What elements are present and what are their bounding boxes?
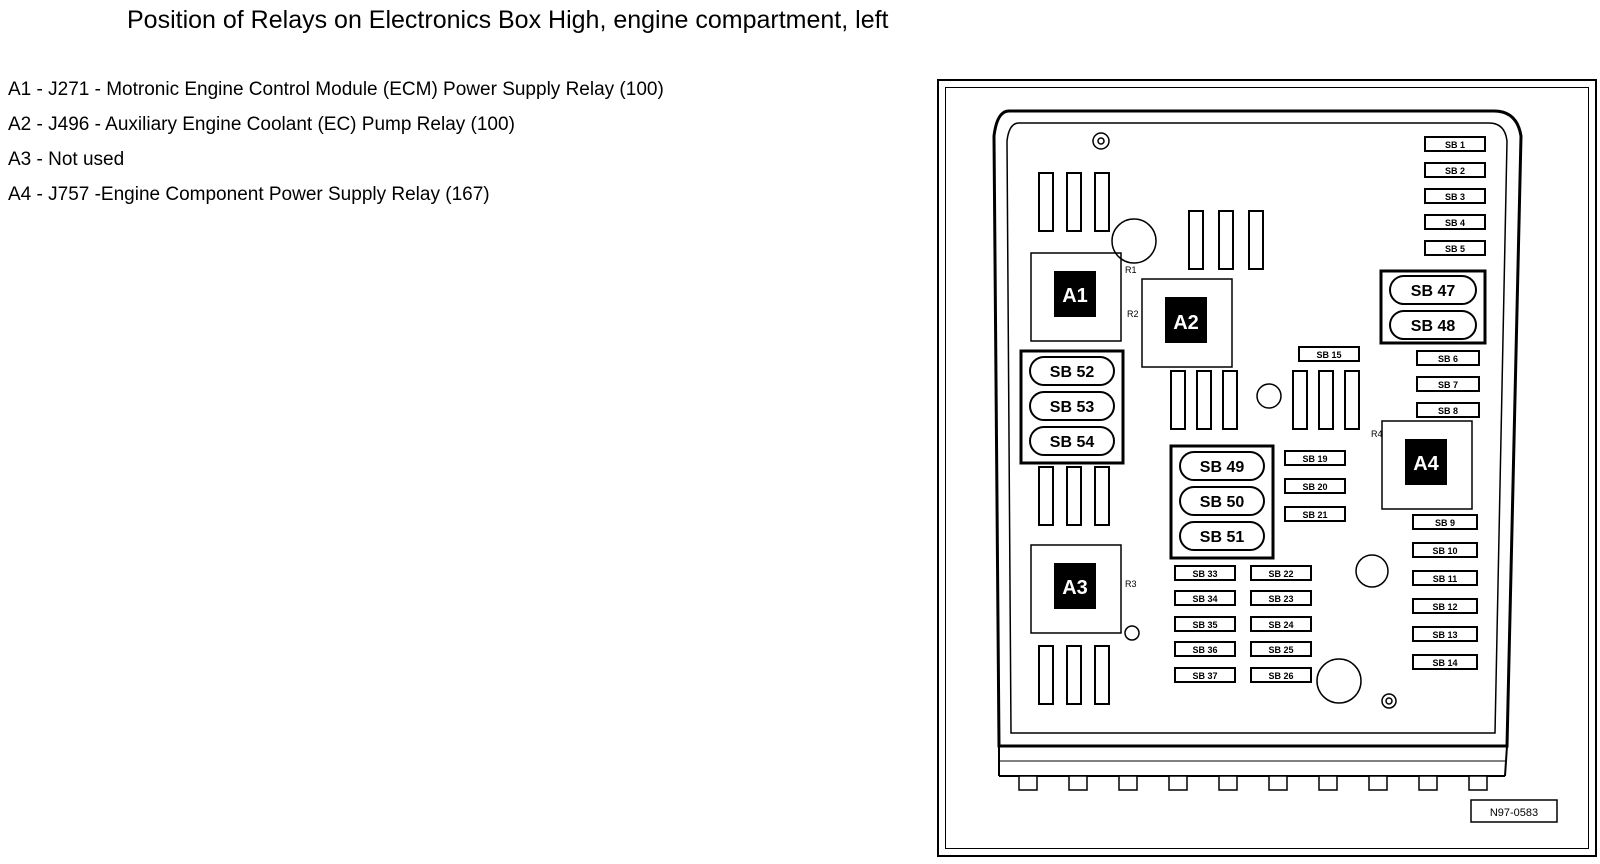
fuse-sb37-label: SB 37: [1192, 671, 1217, 681]
fuse-sb21-label: SB 21: [1302, 510, 1327, 520]
relay-slot-r4: R4: [1371, 429, 1383, 439]
legend-item-a3: A3 - Not used: [8, 149, 125, 170]
relay-a1: A1 R1: [1030, 252, 1137, 342]
fuse-sb15: SB 15: [1298, 346, 1360, 362]
legend-item-a4: A4 - J757 -Engine Component Power Supply…: [8, 184, 490, 205]
fuse-group-sb49-51: SB 49 SB 50 SB 51: [1169, 444, 1275, 560]
fuse-sb8-label: SB 8: [1438, 406, 1458, 416]
fuse-sb36-label: SB 36: [1192, 645, 1217, 655]
mounting-holes: [1092, 132, 1397, 709]
fuse-sb23-label: SB 23: [1268, 594, 1293, 604]
fuse-sb52-label: SB 52: [1050, 364, 1095, 381]
relay-a4-label: A4: [1413, 453, 1439, 475]
fuse-sb54-label: SB 54: [1050, 434, 1095, 451]
relay-a3: A3 R3: [1030, 544, 1137, 634]
fuse-sb7-label: SB 7: [1438, 380, 1458, 390]
fuse-sb9-label: SB 9: [1435, 518, 1455, 528]
fuse-group-sb52-54: SB 52 SB 53 SB 54: [1019, 349, 1125, 465]
relay-a3-label: A3: [1062, 577, 1088, 599]
fuse-sb19-label: SB 19: [1302, 454, 1327, 464]
fuse-sb6-label: SB 6: [1438, 354, 1458, 364]
fuse-sb33-label: SB 33: [1192, 569, 1217, 579]
fuse-sb48-label: SB 48: [1411, 318, 1456, 335]
fuse-sb13-label: SB 13: [1432, 630, 1457, 640]
fuse-sb20-label: SB 20: [1302, 482, 1327, 492]
legend-item-a1: A1 - J271 - Motronic Engine Control Modu…: [8, 79, 664, 100]
fuse-sb53-label: SB 53: [1050, 399, 1095, 416]
vertical-mini-fuses: [1038, 172, 1360, 705]
fuse-sb5-label: SB 5: [1445, 244, 1465, 254]
fuse-column-right-mid: SB 6 SB 7 SB 8: [1416, 350, 1480, 418]
fuse-sb4-label: SB 4: [1445, 218, 1465, 228]
fuse-sb22-label: SB 22: [1268, 569, 1293, 579]
fuse-sb26-label: SB 26: [1268, 671, 1293, 681]
fuse-sb34-label: SB 34: [1192, 594, 1217, 604]
relay-slot-r3: R3: [1125, 579, 1137, 589]
fuse-sb35-label: SB 35: [1192, 620, 1217, 630]
diagram-frame: A1 R1 A2 R2 A3 R3 A4 R4 SB 52 SB 53: [937, 79, 1597, 857]
fuse-column-middle: SB 19 SB 20 SB 21: [1284, 450, 1346, 522]
fuse-column-bottom-right: SB 22 SB 23 SB 24 SB 25 SB 26: [1250, 565, 1312, 683]
relay-legend: A1 - J271 - Motronic Engine Control Modu…: [8, 72, 664, 212]
fuse-column-right-low: SB 9 SB 10 SB 11 SB 12 SB 13 SB 14: [1412, 514, 1478, 670]
fuse-sb14-label: SB 14: [1432, 658, 1457, 668]
fuse-sb50-label: SB 50: [1200, 494, 1245, 511]
figure-id: N97-0583: [1490, 807, 1538, 819]
fuse-sb25-label: SB 25: [1268, 645, 1293, 655]
fuse-sb51-label: SB 51: [1200, 529, 1245, 546]
fuse-sb10-label: SB 10: [1432, 546, 1457, 556]
fuse-sb3-label: SB 3: [1445, 192, 1465, 202]
page-title: Position of Relays on Electronics Box Hi…: [127, 6, 889, 34]
relay-a2-label: A2: [1173, 312, 1199, 334]
fuse-sb15-label: SB 15: [1316, 350, 1341, 360]
fuse-sb24-label: SB 24: [1268, 620, 1293, 630]
fuse-sb49-label: SB 49: [1200, 459, 1245, 476]
relay-slot-r2: R2: [1127, 309, 1139, 319]
relay-a2: A2 R2: [1127, 278, 1233, 368]
relay-a4: A4 R4: [1371, 420, 1473, 510]
relay-a1-label: A1: [1062, 285, 1088, 307]
relay-slot-r1: R1: [1125, 265, 1137, 275]
fuse-sb47-label: SB 47: [1411, 283, 1456, 300]
fuse-column-bottom-left: SB 33 SB 34 SB 35 SB 36 SB 37: [1174, 565, 1236, 683]
bottom-connectors: [1018, 775, 1488, 791]
legend-item-a2: A2 - J496 - Auxiliary Engine Coolant (EC…: [8, 114, 515, 135]
fuse-sb11-label: SB 11: [1433, 574, 1458, 584]
fuse-group-sb47-48: SB 47 SB 48: [1379, 269, 1487, 345]
figure-id-box: N97-0583: [1470, 799, 1558, 823]
fuse-sb1-label: SB 1: [1445, 140, 1465, 150]
electronics-box-diagram: A1 R1 A2 R2 A3 R3 A4 R4 SB 52 SB 53: [992, 109, 1558, 823]
fuse-sb2-label: SB 2: [1445, 166, 1465, 176]
fuse-column-right-top: SB 1 SB 2 SB 3 SB 4 SB 5: [1424, 136, 1486, 256]
fuse-sb12-label: SB 12: [1432, 602, 1457, 612]
diagram-inner-border: [945, 87, 1589, 849]
